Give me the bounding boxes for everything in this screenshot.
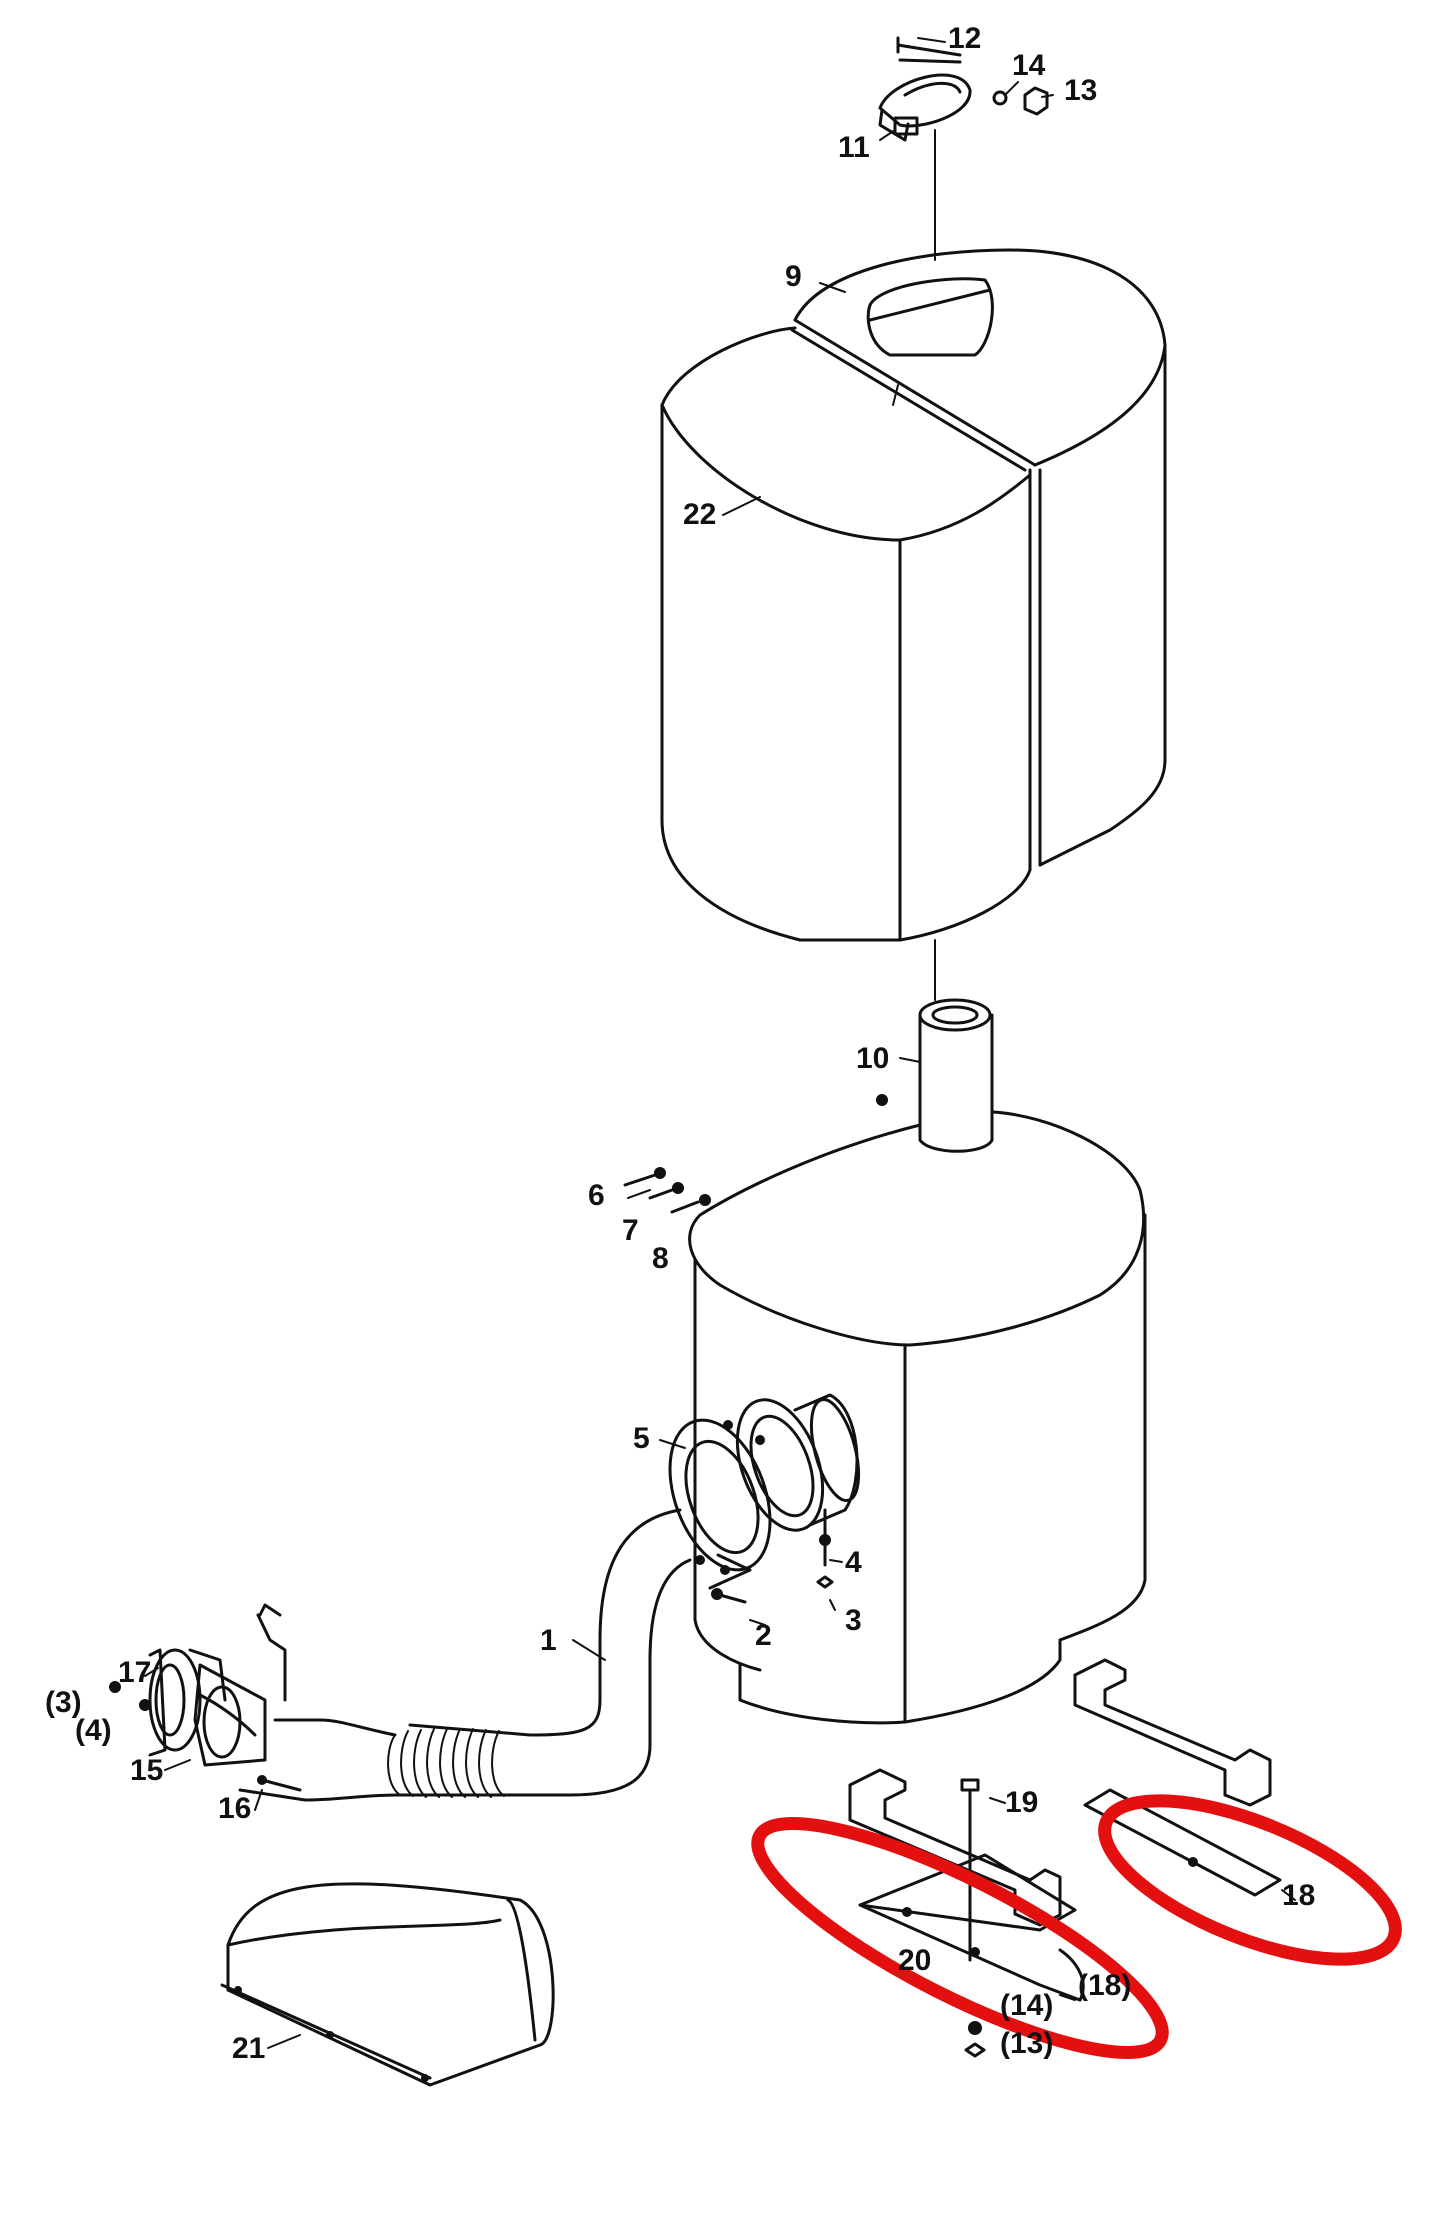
inlet-flange (109, 1603, 302, 1792)
screws-6-7-8 (623, 1094, 888, 1214)
label-14-ref: (14) (1000, 1989, 1053, 2022)
upper-housing (660, 248, 1167, 1001)
label-4: 4 (845, 1546, 862, 1579)
part-labels: 12 14 13 11 9 22 10 6 7 8 5 4 3 2 1 17 (… (45, 22, 1315, 2065)
label-10: 10 (856, 1042, 889, 1075)
label-8: 8 (652, 1242, 669, 1275)
label-9: 9 (785, 260, 802, 293)
label-5: 5 (633, 1422, 650, 1455)
label-21: 21 (232, 2032, 265, 2065)
label-4-ref: (4) (75, 1714, 112, 1747)
label-20: 20 (898, 1944, 931, 1977)
leader-lines (144, 37, 1296, 2049)
lower-housing (688, 1110, 1147, 1725)
label-18: 18 (1282, 1879, 1315, 1912)
label-18-ref: (18) (1078, 1969, 1131, 2002)
highlight-circle-right (1098, 1794, 1402, 1966)
screws-2-3-4 (711, 1508, 834, 1604)
bellows (387, 1728, 505, 1798)
outlet-flanges (668, 1393, 861, 1590)
highlight-circle-left (751, 1817, 1169, 2059)
exhaust-pipe (198, 1508, 692, 1802)
bracket-right (1073, 1658, 1282, 1897)
label-19: 19 (1005, 1786, 1038, 1819)
label-7: 7 (622, 1214, 639, 1247)
label-22: 22 (683, 498, 716, 531)
label-3-ref: (3) (45, 1686, 82, 1719)
label-15: 15 (130, 1754, 163, 1787)
label-13-ref: (13) (1000, 2027, 1053, 2060)
label-3: 3 (845, 1604, 862, 1637)
label-17: 17 (118, 1656, 151, 1689)
label-12: 12 (948, 22, 981, 55)
guard-cover (220, 1882, 555, 2087)
label-6: 6 (588, 1179, 605, 1212)
label-13: 13 (1064, 74, 1097, 107)
tube (918, 998, 994, 1153)
label-11: 11 (838, 131, 870, 164)
label-1: 1 (540, 1624, 557, 1657)
label-14: 14 (1012, 49, 1046, 82)
label-2: 2 (755, 1619, 772, 1652)
label-16: 16 (218, 1792, 251, 1825)
highlight-circles (751, 1794, 1402, 2059)
